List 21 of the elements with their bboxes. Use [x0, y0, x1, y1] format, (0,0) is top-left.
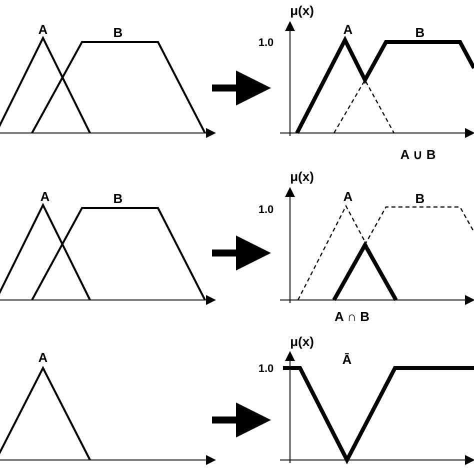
set-label: Ā — [342, 353, 352, 367]
operation-label: A ∪ B — [400, 148, 436, 162]
operation-label: A ∩ B — [334, 310, 370, 324]
set-label: B — [113, 26, 123, 40]
set-label: B — [415, 26, 425, 40]
arrow — [212, 236, 271, 270]
axis-label: μ(x) — [290, 170, 314, 184]
set-label: A — [40, 190, 50, 204]
arrow — [212, 402, 271, 438]
set-label: A — [38, 23, 48, 37]
tick-label: 1.0 — [258, 203, 274, 217]
arrow — [212, 70, 271, 106]
tick-label: 1.0 — [258, 362, 274, 376]
set-label: A — [38, 351, 48, 365]
set-label: A — [343, 23, 353, 37]
set-label: B — [113, 192, 123, 206]
tick-label: 1.0 — [258, 36, 274, 50]
axis-label: μ(x) — [290, 335, 314, 349]
axis-label: μ(x) — [290, 4, 314, 18]
set-label: B — [415, 192, 425, 206]
set-label: A — [343, 190, 353, 204]
